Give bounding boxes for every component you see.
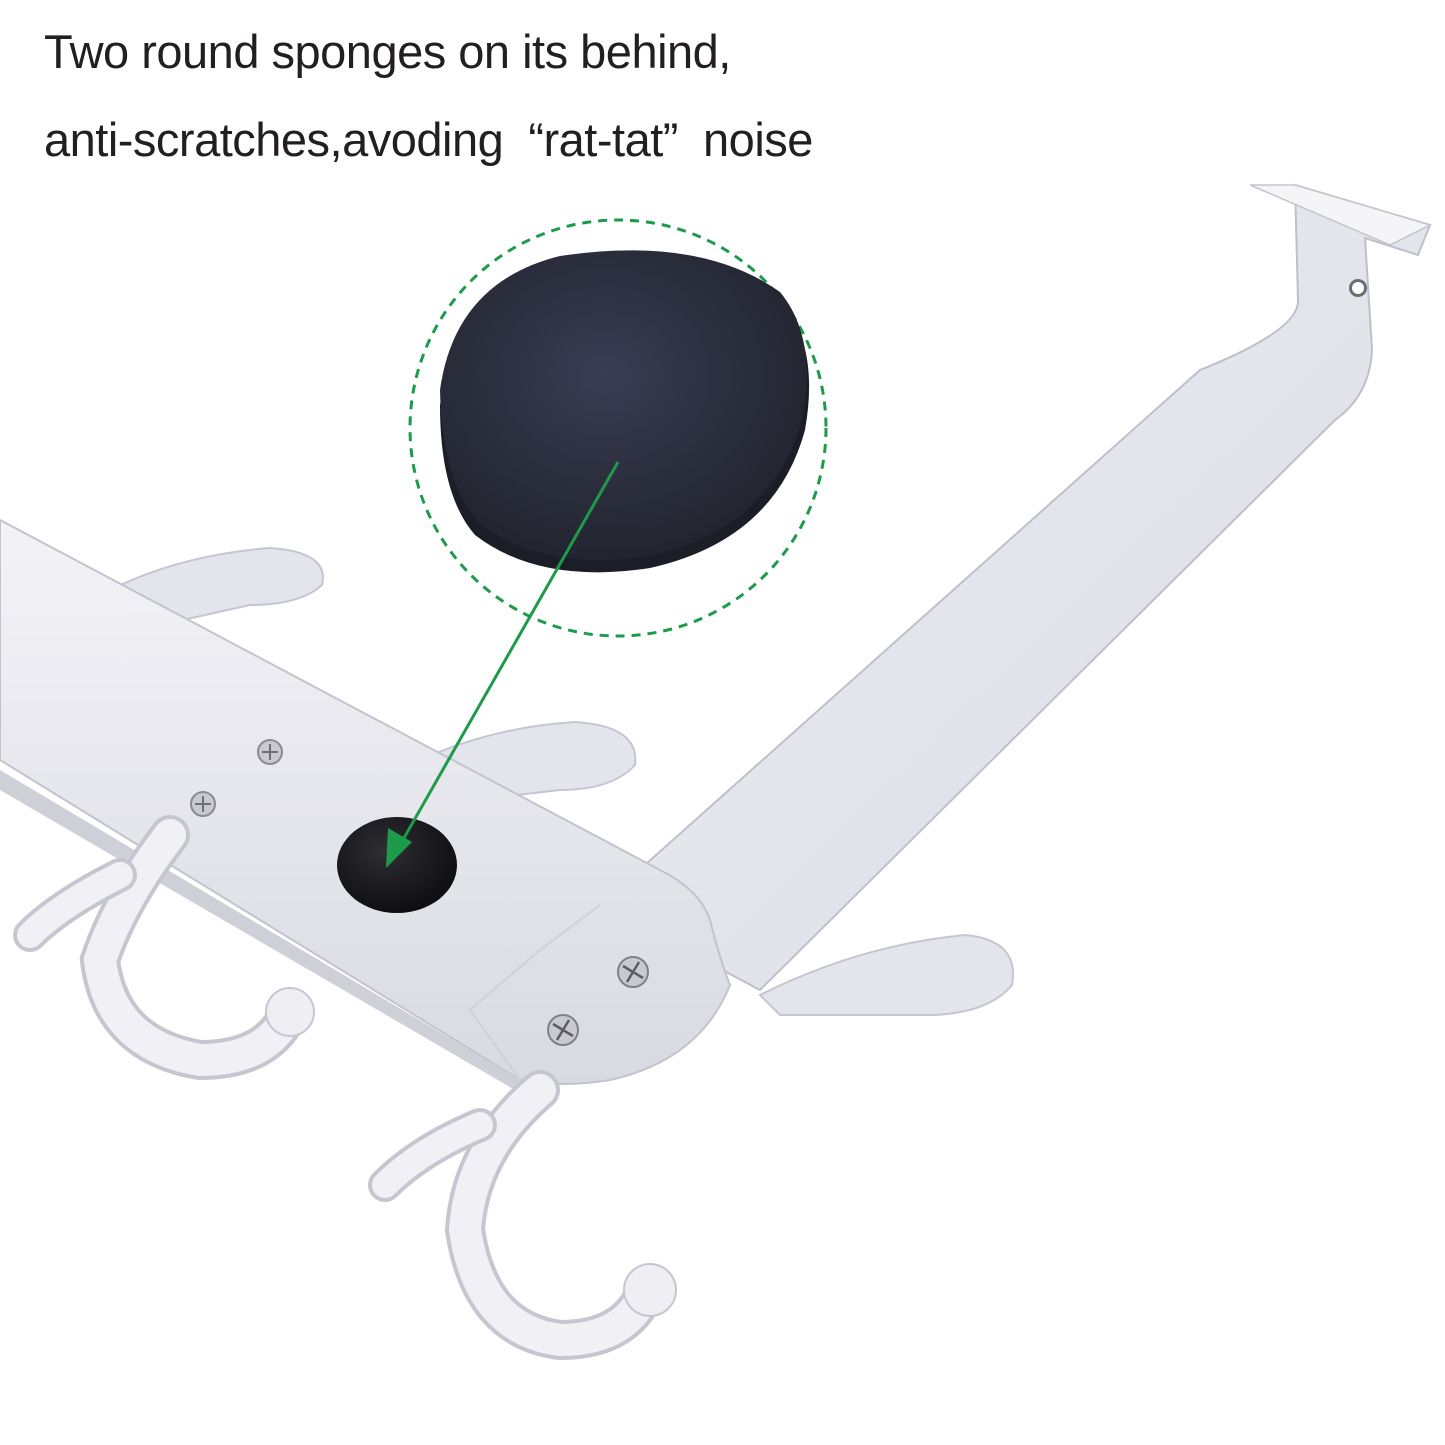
sponge-closeup-callout xyxy=(408,218,828,638)
caption-line-2: anti-scratches,avoding “rat-tat” noise xyxy=(44,113,813,166)
j-hooks-front xyxy=(13,815,677,1361)
sponge-icon xyxy=(440,250,807,560)
bracket-arm xyxy=(598,183,1433,992)
arrow-icon xyxy=(386,461,620,868)
rack-bar xyxy=(0,518,732,1090)
sponge-on-bar xyxy=(337,817,457,913)
screw-icon xyxy=(190,739,649,1046)
caption-line-1: Two round sponges on its behind, xyxy=(44,25,731,78)
